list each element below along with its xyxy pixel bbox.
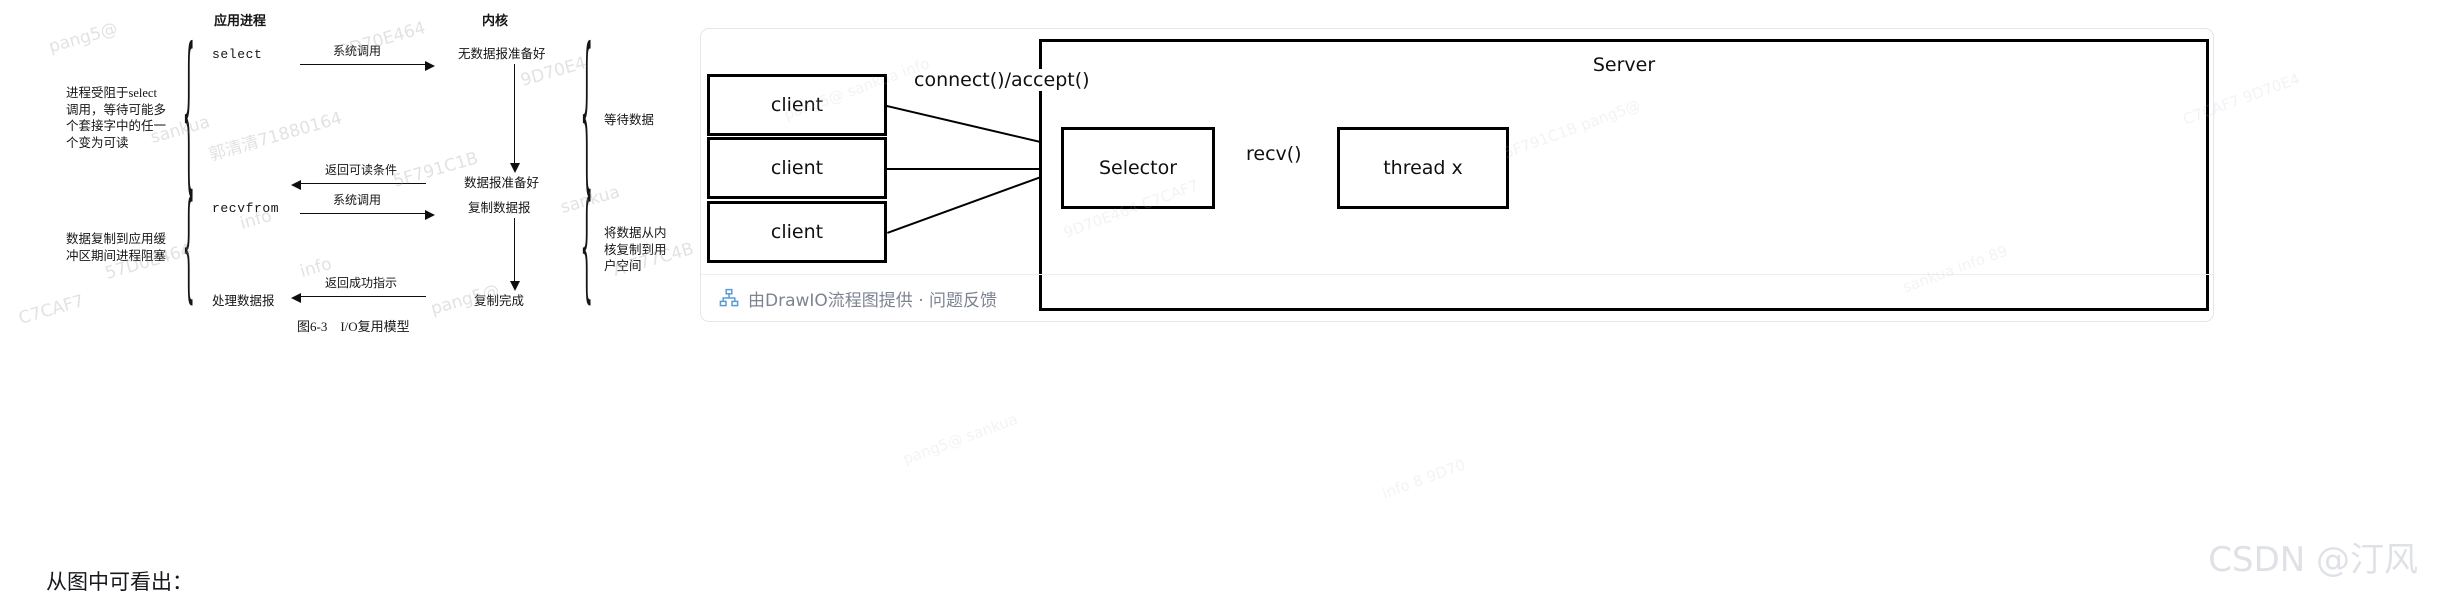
- book-figure-scan: 应用进程 内核 select recvfrom 处理数据报 无数据报准备好 数据…: [0, 0, 696, 360]
- book-kernel-arrow-copy: [510, 218, 520, 291]
- drawio-footer[interactable]: 由DrawIO流程图提供 · 问题反馈: [701, 274, 2213, 321]
- book-kernel-state-no-datagram: 无数据报准备好: [458, 47, 546, 61]
- csdn-watermark: CSDN @汀风: [2208, 540, 2418, 580]
- book-note-select-blocked: 进程受阻于select 调用，等待可能多 个套接字中的任一 个变为可读: [66, 86, 167, 150]
- book-brace-copy-to-user: {: [580, 179, 594, 319]
- node-client-1[interactable]: client: [707, 74, 887, 136]
- node-server-container[interactable]: Server: [1039, 39, 2209, 311]
- book-kernel-state-copy-datagram: 复制数据报: [468, 201, 531, 215]
- book-kernel-arrow-wait: [510, 64, 520, 173]
- book-arrow-label-syscall-2: 系统调用: [333, 193, 382, 207]
- scan-watermark: pang5@: [46, 18, 120, 58]
- book-brace-wait-data: {: [580, 17, 594, 217]
- book-arrow-label-syscall-1: 系统调用: [333, 44, 382, 58]
- book-note-wait-data: 等待数据: [604, 113, 655, 127]
- book-arrow-return-readable: [291, 179, 426, 190]
- book-arrow-label-return-success: 返回成功指示: [325, 276, 398, 290]
- node-thread-x[interactable]: thread x: [1337, 127, 1509, 209]
- page-watermark: info 8 9D70: [1379, 455, 1468, 503]
- node-label: client: [770, 221, 824, 243]
- book-arrow-syscall-1: [300, 60, 435, 71]
- node-client-2[interactable]: client: [707, 137, 887, 199]
- drawio-icon: [719, 288, 739, 308]
- book-kernel-state-copy-done: 复制完成: [474, 294, 525, 308]
- server-label: Server: [1592, 54, 1656, 76]
- book-arrow-return-success: [291, 292, 426, 303]
- book-app-call-process-datagram: 处理数据报: [212, 294, 275, 308]
- edge-client3-selector: [887, 167, 1065, 235]
- book-kernel-state-datagram-ready: 数据报准备好: [464, 176, 540, 190]
- drawio-embed-card[interactable]: client client client Server Selector thr…: [700, 28, 2214, 322]
- book-col-title-app-process: 应用进程: [214, 13, 267, 28]
- edge-client2-selector: [887, 168, 1065, 171]
- node-label: client: [770, 157, 824, 179]
- drawio-footer-text[interactable]: 由DrawIO流程图提供 · 问题反馈: [748, 290, 998, 311]
- scan-watermark: C7CAF7: [16, 291, 87, 329]
- book-brace-copy-block: {: [182, 179, 196, 319]
- page-bottom-text: 从图中可看出：: [46, 570, 193, 594]
- node-label: Selector: [1098, 157, 1178, 179]
- drawio-canvas[interactable]: client client client Server Selector thr…: [701, 29, 2213, 311]
- node-label: thread x: [1383, 157, 1463, 179]
- page-watermark: pang5@ sankua: [900, 409, 1020, 469]
- book-app-call-select: select: [212, 47, 263, 62]
- node-selector[interactable]: Selector: [1061, 127, 1215, 209]
- node-client-3[interactable]: client: [707, 201, 887, 263]
- edge-label-recv: recv(): [1241, 143, 1307, 165]
- book-note-copy-blocked: 数据复制到应用缓 冲区期间进程阻塞: [66, 232, 167, 263]
- edge-label-connect-accept: connect()/accept(): [909, 69, 1095, 91]
- book-app-call-recvfrom: recvfrom: [212, 201, 280, 216]
- book-brace-select-block: {: [182, 17, 196, 217]
- book-col-title-kernel: 内核: [482, 13, 509, 28]
- scan-watermark: 郭清清71880164: [206, 108, 345, 166]
- node-label: client: [770, 94, 824, 116]
- book-arrow-label-return-readable: 返回可读条件: [325, 163, 398, 177]
- book-note-copy-kernel-to-user: 将数据从内 核复制到用 户空间: [604, 226, 667, 273]
- book-figure-caption: 图6-3 I/O复用模型: [297, 319, 410, 334]
- book-arrow-syscall-2: [300, 209, 435, 220]
